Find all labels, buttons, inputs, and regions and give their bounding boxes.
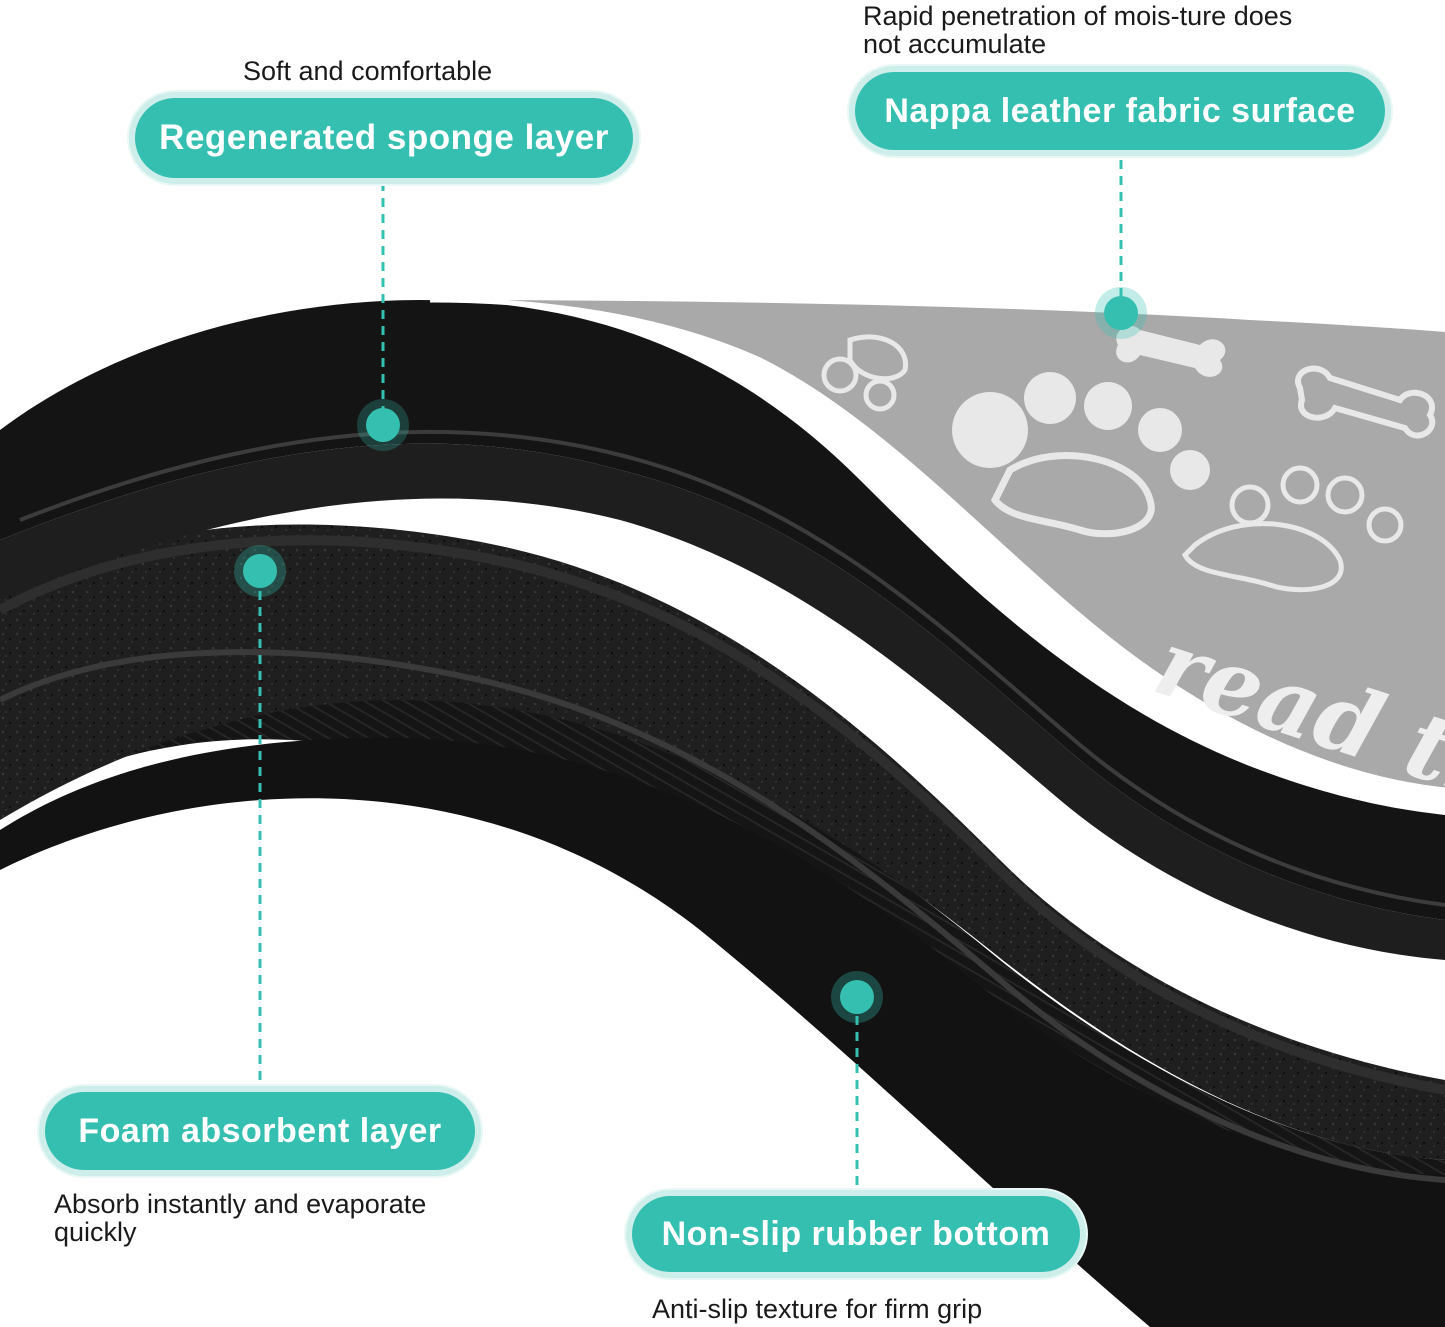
foam-note: Absorb instantly and evaporate quickly (54, 1190, 426, 1246)
paw-print-icon (1181, 465, 1404, 593)
paw-print-icon (952, 372, 1210, 538)
foam-absorbent-layer (0, 524, 1445, 1160)
dog-bone-icon (1295, 365, 1436, 439)
sponge-note: Soft and comfortable (243, 56, 493, 86)
rubber-bottom-label: Non-slip rubber bottom (632, 1196, 1080, 1272)
foam-note-line1: Absorb instantly and evaporate (54, 1189, 427, 1219)
sponge-anchor-dot (357, 399, 409, 451)
nappa-fabric-label: Nappa leather fabric surface (855, 72, 1385, 150)
paw-print-icon (821, 334, 908, 412)
nappa-anchor-dot (1095, 287, 1147, 339)
nappa-fabric-surface (430, 300, 1445, 790)
nappa-note-line2: not accumulate (863, 29, 1047, 59)
foam-note-line2: quickly (54, 1217, 137, 1247)
nappa-note-line1: Rapid penetration of mois-ture does (863, 1, 1293, 31)
nappa-note: Rapid penetration of mois-ture does not … (863, 2, 1292, 58)
foam-layer-label: Foam absorbent layer (45, 1092, 475, 1170)
sponge-layer (0, 300, 1445, 920)
sponge-layer-label: Regenerated sponge layer (135, 98, 633, 178)
rubber-anchor-dot (831, 971, 883, 1023)
foam-anchor-dot (234, 545, 286, 597)
rubber-note: Anti-slip texture for firm grip (652, 1294, 983, 1324)
dog-bone-icon (1116, 325, 1226, 377)
